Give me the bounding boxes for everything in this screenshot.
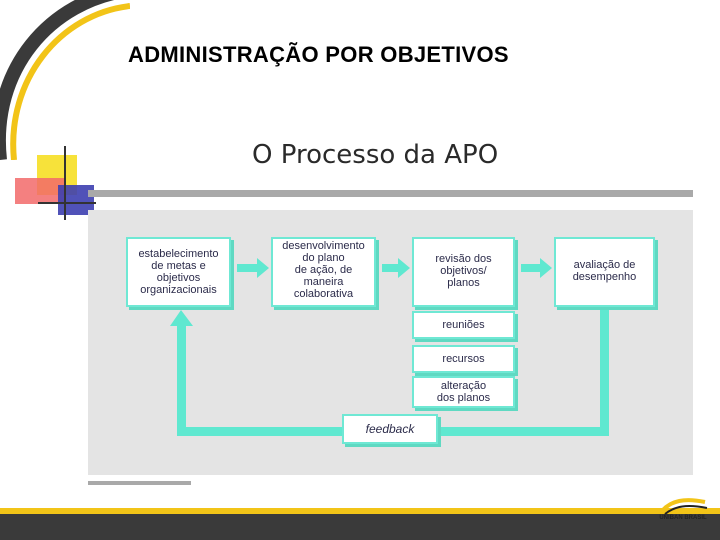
stage-box-evaluation: avaliação de desempenho <box>554 237 655 307</box>
stage-box-action-plan: desenvolvimento do plano de ação, de man… <box>271 237 376 307</box>
feedback-box: feedback <box>342 414 438 444</box>
diagram-top-rule <box>88 190 693 197</box>
stage-box-goal-setting: estabelecimento de metas e objetivos org… <box>126 237 231 307</box>
decorative-vertical-line <box>64 146 66 220</box>
uniban-logo: UNIBAN BRASIL <box>655 494 711 528</box>
review-item-resources: recursos <box>412 345 515 373</box>
footer-bar <box>0 514 720 540</box>
corner-arc-decoration <box>0 0 130 160</box>
diagram-bottom-rule <box>88 481 191 485</box>
slide-title: ADMINISTRAÇÃO POR OBJETIVOS <box>128 42 509 67</box>
review-item-plan-change: alteração dos planos <box>412 376 515 408</box>
logo-wave-icon <box>659 498 708 515</box>
review-item-meetings: reuniões <box>412 311 515 339</box>
decorative-red-square <box>15 178 65 204</box>
footer-accent-strip <box>0 508 720 514</box>
logo-text: UNIBAN BRASIL <box>659 515 707 521</box>
decorative-horizontal-line <box>38 202 96 204</box>
stage-box-review: revisão dos objetivos/ planos <box>412 237 515 307</box>
diagram-title: O Processo da APO <box>252 140 499 170</box>
